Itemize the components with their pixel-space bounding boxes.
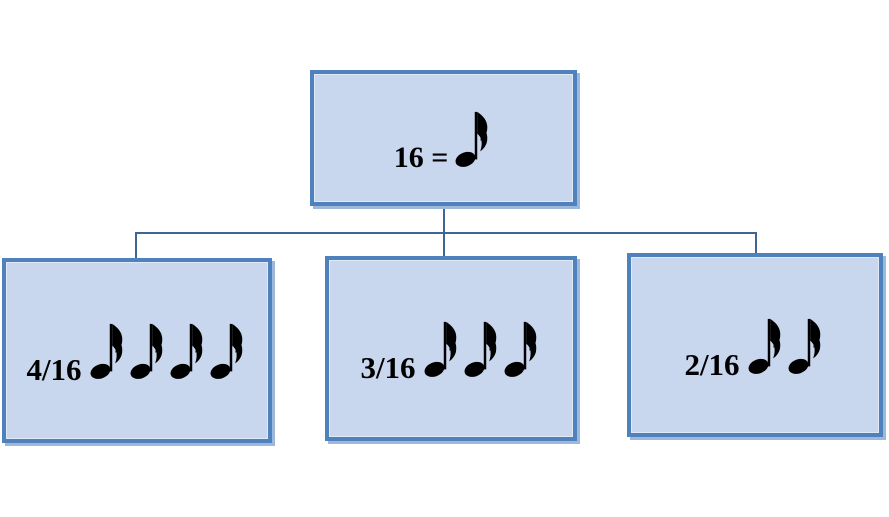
node-child-4-16-label: 4/16: [26, 352, 82, 387]
node-child-2-16-content: 2/16: [684, 316, 826, 380]
node-root-16: 16 =: [310, 70, 577, 206]
node-child-3-16-content: 3/16: [360, 319, 542, 383]
note-icon-group: [453, 109, 493, 168]
node-child-3-16: 3/16: [325, 256, 577, 441]
node-child-4-16-content: 4/16: [26, 321, 248, 385]
node-root-label: 16 =: [393, 140, 449, 174]
note-icon-group: [88, 321, 248, 380]
connector-drop-right: [755, 232, 757, 254]
sixteenth-note-icon: [455, 109, 493, 168]
sixteenth-note-icon: [424, 319, 462, 378]
sixteenth-note-icon: [748, 316, 786, 375]
sixteenth-note-icon: [130, 321, 168, 380]
node-root-content: 16 =: [394, 109, 494, 172]
node-child-3-16-label: 3/16: [360, 350, 416, 385]
connector-horizontal: [135, 232, 757, 234]
sixteenth-note-icon: [464, 319, 502, 378]
note-icon-group: [746, 316, 826, 375]
node-child-2-16: 2/16: [627, 253, 883, 437]
sixteenth-note-icon: [210, 321, 248, 380]
connector-drop-middle: [443, 232, 445, 257]
sixteenth-note-icon: [170, 321, 208, 380]
connector-drop-left: [135, 232, 137, 259]
sixteenth-note-icon: [90, 321, 128, 380]
sixteenth-note-icon: [788, 316, 826, 375]
note-icon-group: [422, 319, 542, 378]
connector-root-stem: [443, 206, 445, 234]
sixteenth-note-icon: [504, 319, 542, 378]
node-child-4-16: 4/16: [2, 258, 272, 443]
node-child-2-16-label: 2/16: [684, 346, 740, 382]
